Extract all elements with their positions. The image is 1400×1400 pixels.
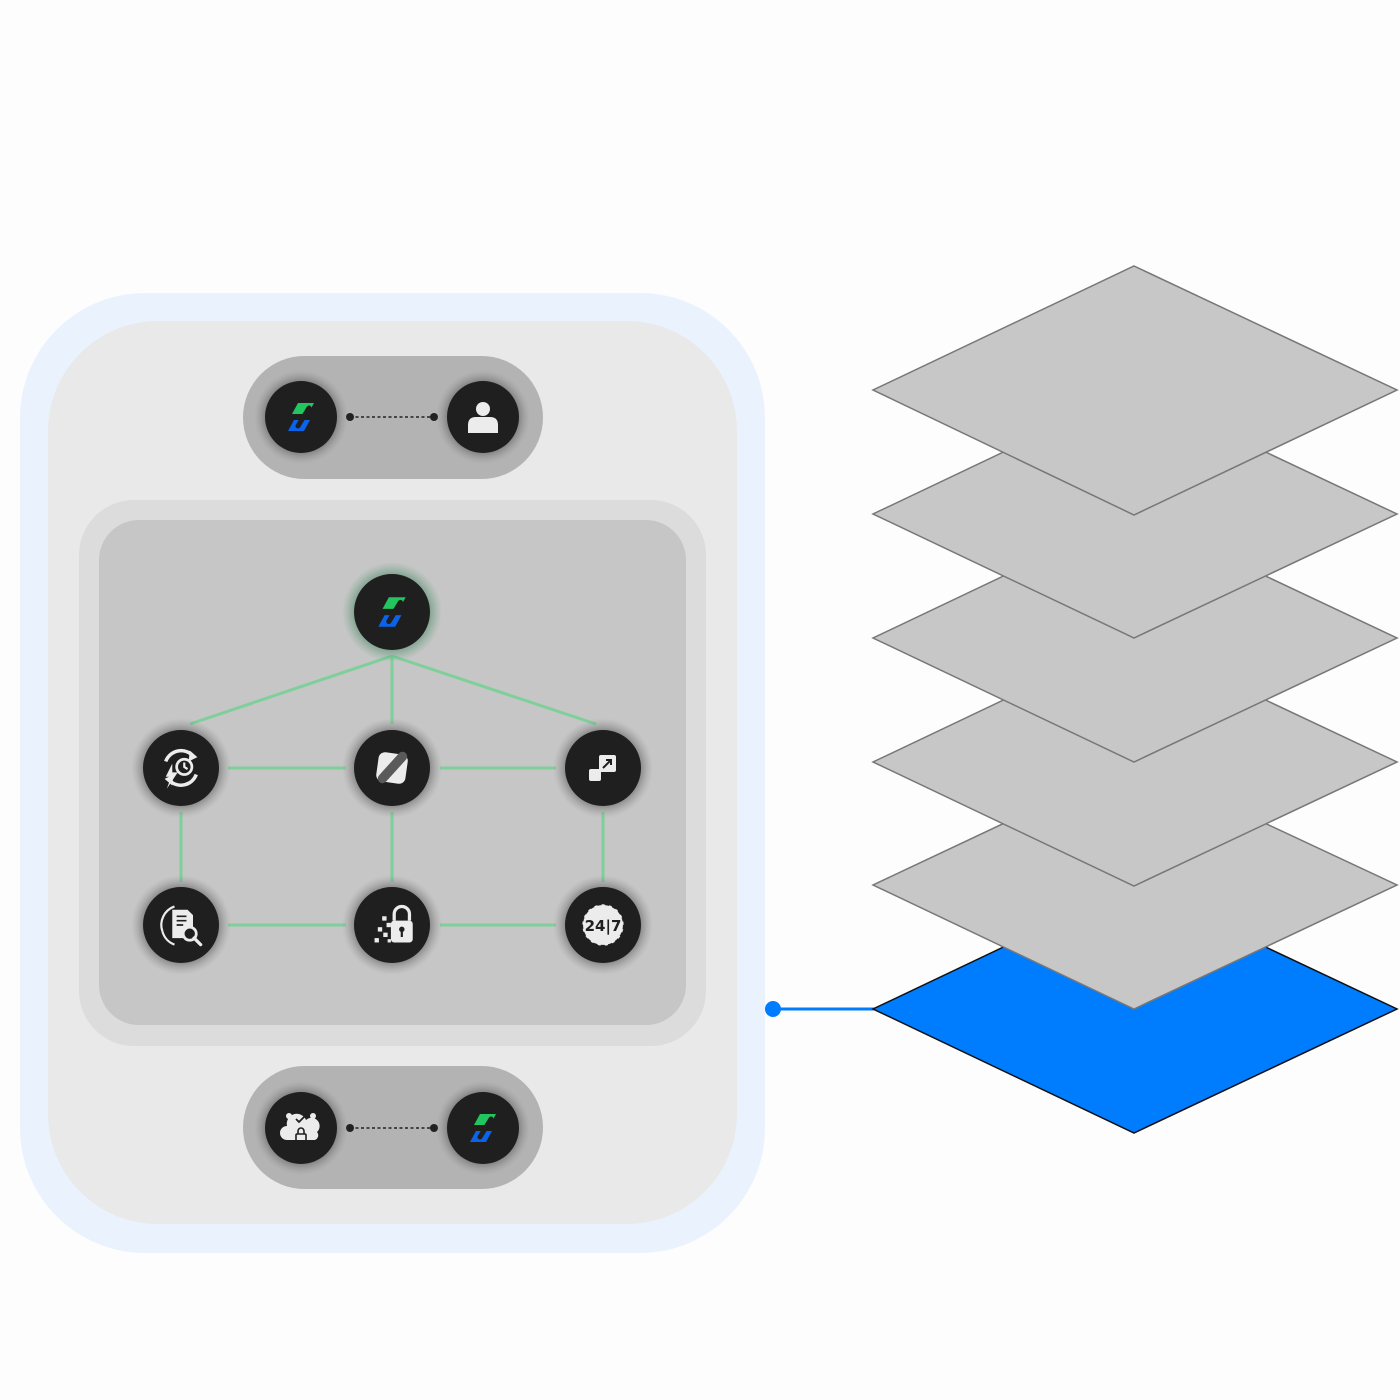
connector-hub-scale bbox=[391, 654, 597, 726]
bottom-link-dot-left bbox=[346, 1124, 354, 1132]
top-user-node[interactable] bbox=[436, 370, 530, 464]
sync-node[interactable] bbox=[131, 718, 231, 818]
encryption-node[interactable] bbox=[342, 875, 442, 975]
network-connectors bbox=[179, 654, 605, 927]
audit-node[interactable] bbox=[131, 875, 231, 975]
connector-hub-sync bbox=[189, 654, 393, 726]
bottom-cloud-node[interactable] bbox=[254, 1081, 348, 1175]
support-hours-label: 24|7 bbox=[585, 917, 622, 936]
bottom-brand-node[interactable] bbox=[436, 1081, 530, 1175]
top-brand-node[interactable] bbox=[254, 370, 348, 464]
scale-node[interactable] bbox=[553, 718, 653, 818]
top-connection-pill bbox=[243, 356, 543, 479]
bottom-connection-pill bbox=[243, 1066, 543, 1189]
layer-stack bbox=[871, 265, 1399, 1134]
hub-node[interactable] bbox=[342, 562, 442, 662]
support-node[interactable]: 24|7 bbox=[553, 875, 653, 975]
layer-1[interactable] bbox=[871, 265, 1399, 516]
active-layer-connector-dot bbox=[765, 1001, 781, 1017]
linked-shapes-icon bbox=[375, 751, 408, 784]
integration-node[interactable] bbox=[342, 718, 442, 818]
top-link-dot-left bbox=[346, 413, 354, 421]
bottom-link-dot-right bbox=[430, 1124, 438, 1132]
top-link-dot-right bbox=[430, 413, 438, 421]
